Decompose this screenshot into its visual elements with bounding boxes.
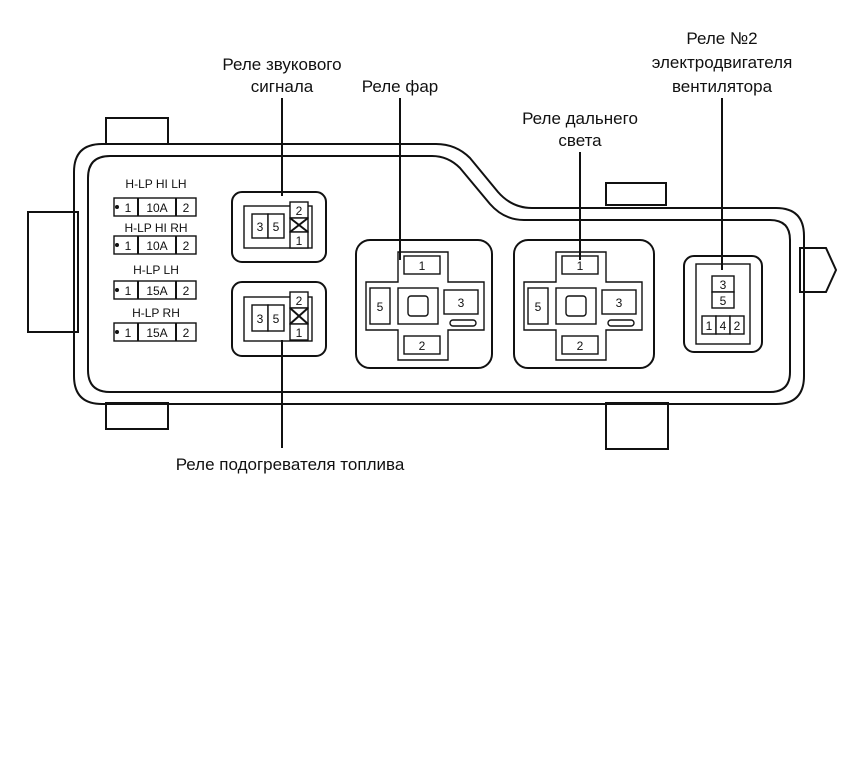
svg-text:5: 5 [535,300,542,314]
svg-text:3: 3 [257,312,264,326]
housing-inner [87,155,791,393]
svg-text:2: 2 [183,326,190,340]
svg-text:5: 5 [377,300,384,314]
fan-relay-label-3: вентилятора [672,77,773,96]
fuse-label: H-LP RH [132,306,180,320]
fuse-label: H-LP HI LH [125,177,186,191]
svg-text:1: 1 [125,201,132,215]
fan-relay-socket: 3 5 1 4 2 [683,255,763,353]
horn-relay-socket: 3 5 2 1 [231,191,327,263]
svg-text:1: 1 [577,259,584,273]
svg-text:15A: 15A [146,284,167,298]
svg-text:2: 2 [577,339,584,353]
headlamp-relay-socket: 1 5 3 2 [355,239,493,369]
svg-text:2: 2 [734,319,741,333]
svg-text:2: 2 [419,339,426,353]
svg-text:2: 2 [183,284,190,298]
left-connector [27,211,79,333]
fuse-hlp-rh: H-LP RH 1 15A 2 [113,306,197,342]
svg-text:1: 1 [706,319,713,333]
fuse-hlp-lh: H-LP LH 1 15A 2 [113,263,197,300]
horn-relay-label-2: сигнала [251,77,314,96]
fuel-heater-relay-socket: 3 5 2 1 [231,281,327,357]
bottom-left-tab [105,402,169,430]
top-left-tab [105,117,169,145]
hi-beam-relay-socket: 1 5 3 2 [513,239,655,369]
svg-text:3: 3 [257,220,264,234]
svg-text:1: 1 [125,239,132,253]
svg-text:3: 3 [458,296,465,310]
svg-text:1: 1 [296,326,303,340]
svg-text:3: 3 [616,296,623,310]
svg-text:3: 3 [720,278,727,292]
bottom-right-tab [605,402,669,450]
housing-outer [73,143,805,405]
fan-relay-label-2: электродвигателя [652,53,793,72]
svg-text:2: 2 [296,294,303,308]
svg-text:5: 5 [273,220,280,234]
svg-text:5: 5 [273,312,280,326]
svg-text:1: 1 [125,326,132,340]
right-connector [799,247,838,293]
svg-text:1: 1 [296,234,303,248]
fuse-label: H-LP HI RH [124,221,187,235]
svg-text:4: 4 [720,319,727,333]
fuel-heater-relay-label: Реле подогревателя топлива [176,455,405,474]
hi-beam-relay-label: Реле дальнего [522,109,638,128]
svg-text:2: 2 [183,239,190,253]
fan-relay-label: Реле №2 [686,29,757,48]
svg-text:2: 2 [183,201,190,215]
svg-text:2: 2 [296,204,303,218]
hi-beam-relay-label-2: света [558,131,602,150]
horn-relay-label: Реле звукового [222,55,341,74]
top-right-tab [605,182,667,206]
fuse-hlp-hi-lh: H-LP HI LH 1 10A 2 [113,177,197,217]
headlamp-relay-label: Реле фар [362,77,438,96]
svg-text:5: 5 [720,294,727,308]
svg-text:1: 1 [419,259,426,273]
svg-text:1: 1 [125,284,132,298]
svg-text:10A: 10A [146,239,167,253]
fuse-hlp-hi-rh: H-LP HI RH 1 10A 2 [113,221,197,255]
svg-text:10A: 10A [146,201,167,215]
svg-text:15A: 15A [146,326,167,340]
fuse-label: H-LP LH [133,263,179,277]
